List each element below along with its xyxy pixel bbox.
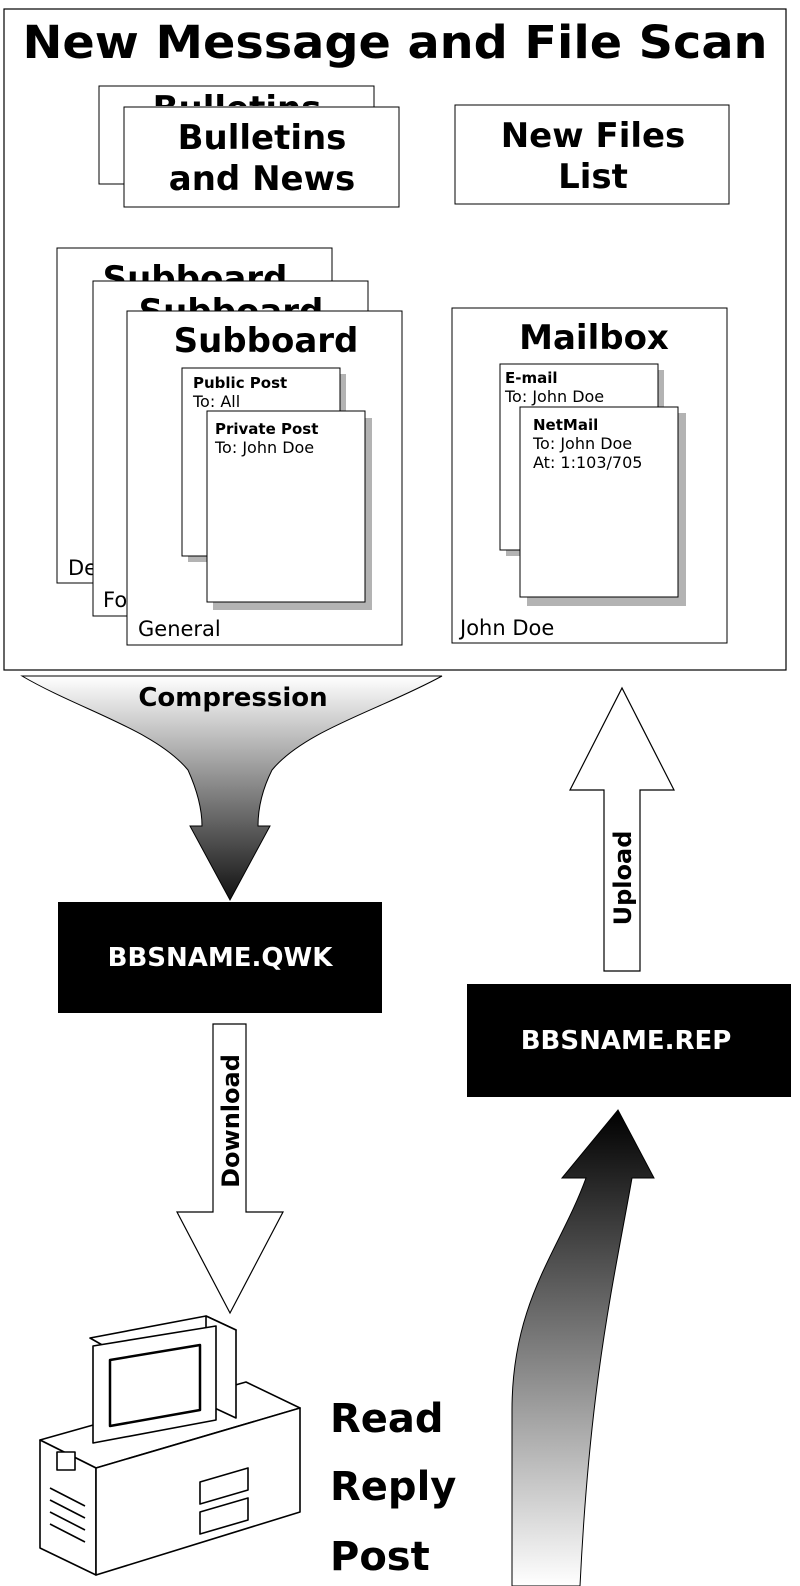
netmail-at: At: 1:103/705 [533, 453, 642, 472]
compression-label: Compression [138, 683, 327, 713]
bulletins-back-label: Bulletins [153, 89, 322, 129]
actions-list: Read Reply Post [330, 1396, 456, 1580]
new-files-box: New Files List [454, 104, 730, 205]
subboard-front-title: Subboard [174, 321, 359, 361]
private-post-title: Private Post [215, 420, 318, 438]
netmail-to: To: John Doe [532, 434, 632, 453]
scan-title: New Message and File Scan [23, 16, 768, 69]
email-to: To: John Doe [504, 387, 604, 406]
bulletins-line2: and News [169, 159, 356, 199]
netmail-title: NetMail [533, 416, 598, 434]
computer-icon [39, 1315, 301, 1576]
compression-arrow: Compression [20, 675, 443, 902]
new-files-line1: New Files [501, 116, 686, 156]
download-label: Download [217, 1054, 245, 1188]
subboard-stack: Subboard De Subboard Fo Subboard General… [56, 247, 403, 646]
mailbox-box: Mailbox John Doe E-mail To: John Doe Net… [451, 307, 728, 644]
mailbox-title: Mailbox [519, 318, 669, 358]
reply-curve-arrow [511, 1109, 655, 1586]
subboard-front-footer: General [138, 617, 221, 641]
upload-arrow: Upload [569, 686, 675, 972]
action-reply: Reply [330, 1464, 456, 1510]
upload-label: Upload [609, 831, 637, 926]
public-post-title: Public Post [193, 374, 287, 392]
bulletins-stack: Bulletins Bulletins and News [98, 85, 400, 208]
email-title: E-mail [505, 369, 558, 387]
rep-packet: BBSNAME.REP [467, 984, 791, 1097]
subboard-back2-title: Subboard [139, 292, 324, 332]
qwk-label: BBSNAME.QWK [108, 943, 334, 973]
public-post-to: To: All [192, 392, 240, 411]
bulletins-line1: Bulletins [178, 118, 347, 158]
private-post-to: To: John Doe [214, 438, 314, 457]
qwk-packet: BBSNAME.QWK [58, 902, 382, 1013]
new-files-line2: List [558, 157, 628, 197]
action-post: Post [330, 1534, 430, 1580]
rep-label: BBSNAME.REP [521, 1026, 732, 1056]
download-arrow: Download [176, 1023, 284, 1315]
action-read: Read [330, 1396, 444, 1442]
subboard-back2-footer: Fo [103, 588, 127, 612]
subboard-back1-title: Subboard [103, 259, 288, 299]
mailbox-footer: John Doe [458, 616, 554, 640]
subboard-back1-footer: De [68, 556, 97, 580]
